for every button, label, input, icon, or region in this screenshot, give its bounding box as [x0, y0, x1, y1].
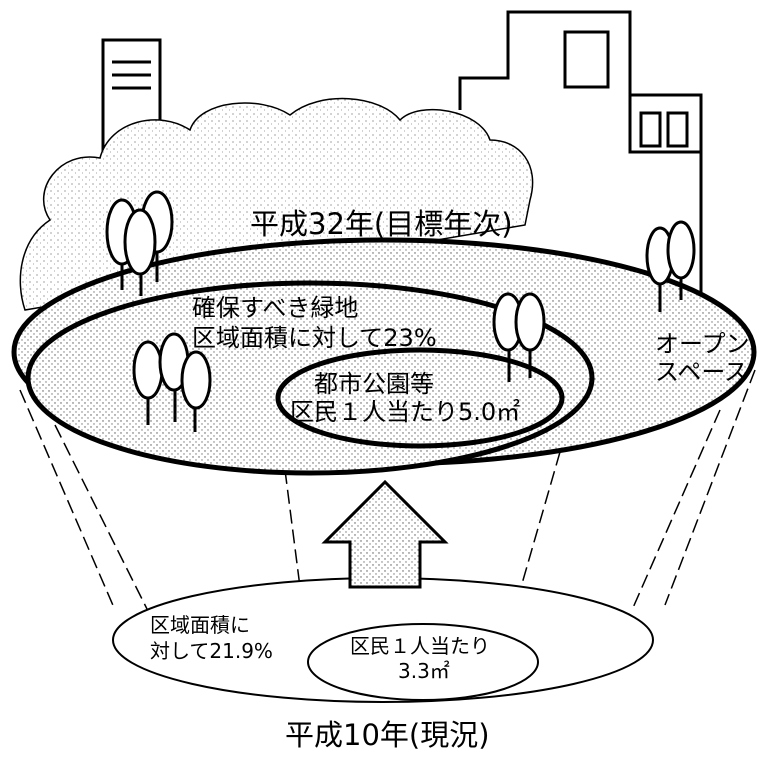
- tree-group-center-icon: [492, 292, 546, 382]
- up-arrow-icon: [321, 479, 449, 589]
- inner-ring-label-line1: 都市公園等: [314, 370, 434, 398]
- bottom-inner-label-line1: 区民１人当たり: [350, 634, 490, 658]
- open-space-label-line2: スペース: [655, 358, 748, 386]
- open-space-label-line1: オープン: [655, 330, 750, 358]
- middle-ring-label-line2: 区域面積に対して23%: [192, 324, 437, 352]
- bottom-outer-label-line2: 対して21.9%: [150, 639, 273, 663]
- bottom-inner-ring: [307, 623, 539, 701]
- building-right-icon: [458, 10, 703, 310]
- middle-ring-label-line1: 確保すべき緑地: [192, 294, 358, 322]
- tree-group-center-left-icon: [132, 332, 212, 432]
- bottom-outer-label-line1: 区域面積に: [150, 613, 250, 637]
- bottom-ring-caption: 平成10年(現況): [285, 718, 490, 752]
- tree-group-left-icon: [105, 190, 174, 296]
- top-inner-ring: [275, 347, 565, 449]
- top-ring-caption: 平成32年(目標年次): [250, 207, 513, 241]
- bottom-inner-label-line2: 3.3㎡: [398, 659, 450, 683]
- tree-group-right-icon: [645, 220, 696, 312]
- inner-ring-label-line2: 区民１人当たり5.0㎡: [290, 398, 520, 426]
